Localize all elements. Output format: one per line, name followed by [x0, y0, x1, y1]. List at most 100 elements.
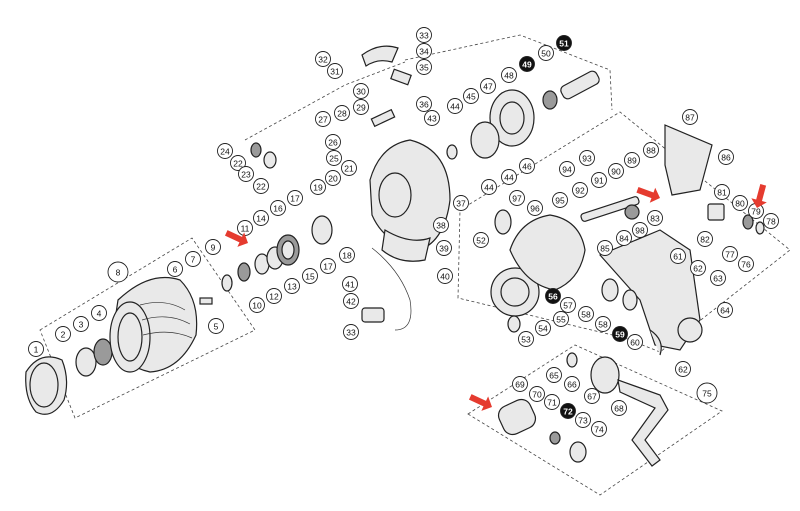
callout-circle: [416, 43, 432, 59]
callout-66: 66: [564, 376, 580, 392]
callout-75: 75: [696, 382, 718, 404]
callout-circle: [205, 239, 221, 255]
washer-9: [221, 274, 233, 292]
callout-label: 21: [344, 164, 354, 174]
callout-circle: [690, 260, 706, 276]
callout-circle: [591, 172, 607, 188]
callout-circle: [546, 367, 562, 383]
callout-circle: [559, 161, 575, 177]
callout-circle: [437, 268, 453, 284]
callout-circle: [91, 305, 107, 321]
clip-60: [649, 329, 662, 356]
callout-88: 88: [643, 142, 659, 158]
callout-label: 3: [79, 320, 84, 330]
callout-circle: [334, 105, 350, 121]
callout-54: 54: [535, 320, 551, 336]
callout-label: 89: [627, 156, 637, 166]
handle-collar-67: [590, 356, 620, 394]
handle-arm: [617, 379, 669, 467]
callout-50: 50: [538, 45, 554, 61]
callout-86: 86: [718, 149, 734, 165]
callout-label: 62: [678, 365, 688, 375]
callout-label: 70: [532, 390, 542, 400]
callout-label: 83: [650, 214, 660, 224]
callout-circle: [310, 179, 326, 195]
callout-17b: 17: [320, 258, 336, 274]
callout-52: 52: [473, 232, 489, 248]
callout-47: 47: [480, 78, 496, 94]
callout-10: 10: [249, 297, 265, 313]
callout-circle: [320, 258, 336, 274]
callout-circle: [624, 152, 640, 168]
callout-label: 46: [522, 162, 532, 172]
callout-circle: [717, 302, 733, 318]
callout-76: 76: [738, 256, 754, 272]
callout-circle: [481, 179, 497, 195]
callout-14: 14: [253, 210, 269, 226]
callout-label: 78: [766, 217, 776, 227]
callout-label: 19: [313, 183, 323, 193]
callout-83: 83: [647, 210, 663, 226]
callout-circle: [591, 421, 607, 437]
callout-60: 60: [627, 334, 643, 350]
callout-label: 32: [318, 55, 328, 65]
spool-clip: [199, 297, 213, 305]
pinion-assembly: [446, 70, 600, 160]
bearing-22: [263, 151, 277, 169]
main-shaft-parts: [221, 142, 333, 292]
callout-label: 14: [256, 214, 266, 224]
handle-knob: [497, 398, 537, 436]
callout-35: 35: [416, 59, 432, 75]
callout-circle: [509, 190, 525, 206]
callout-label: 72: [563, 407, 573, 417]
rotor-leader-dash: [244, 61, 406, 141]
callout-5: 5: [208, 318, 224, 334]
callout-circle: [763, 213, 779, 229]
callout-label: 98: [635, 226, 645, 236]
callout-circle: [416, 27, 432, 43]
callout-label: 30: [356, 87, 366, 97]
callout-44c: 44: [501, 169, 517, 185]
callout-label: 44: [450, 102, 460, 112]
callout-circle: [578, 306, 594, 322]
callout-label: 52: [476, 236, 486, 246]
callout-label: 45: [466, 92, 476, 102]
callout-circle: [416, 59, 432, 75]
callout-label: 26: [328, 138, 338, 148]
callout-circle: [185, 251, 201, 267]
callout-circle: [512, 376, 528, 392]
callout-72: 72: [560, 403, 576, 419]
callout-label: 71: [547, 398, 557, 408]
callout-circle: [253, 210, 269, 226]
callout-29: 29: [353, 99, 369, 115]
callout-circle: [670, 248, 686, 264]
callout-2: 2: [55, 326, 71, 342]
callout-label: 76: [741, 260, 751, 270]
callout-label: 61: [673, 252, 683, 262]
callout-58b: 58: [595, 316, 611, 332]
callout-43: 43: [424, 110, 440, 126]
callout-circle: [675, 361, 691, 377]
callout-label: 58: [581, 310, 591, 320]
bail-arm-top: [361, 45, 399, 67]
callout-circle: [249, 297, 265, 313]
callout-4: 4: [91, 305, 107, 321]
callout-label: 55: [556, 315, 566, 325]
callout-68: 68: [611, 400, 627, 416]
callout-22b: 22: [253, 178, 269, 194]
callout-label: 43: [427, 114, 437, 124]
callout-90: 90: [608, 163, 624, 179]
callout-49: 49: [519, 56, 535, 72]
callout-circle: [424, 110, 440, 126]
callout-34: 34: [416, 43, 432, 59]
callout-circle: [501, 169, 517, 185]
callout-circle: [560, 403, 576, 419]
callout-70: 70: [529, 386, 545, 402]
callout-circle: [339, 247, 355, 263]
drag-knob-face: [29, 362, 59, 408]
callout-81: 81: [714, 184, 730, 200]
knob-cap: [569, 441, 587, 463]
callout-circle: [647, 210, 663, 226]
callout-25: 25: [326, 150, 342, 166]
callout-label: 4: [97, 309, 102, 319]
